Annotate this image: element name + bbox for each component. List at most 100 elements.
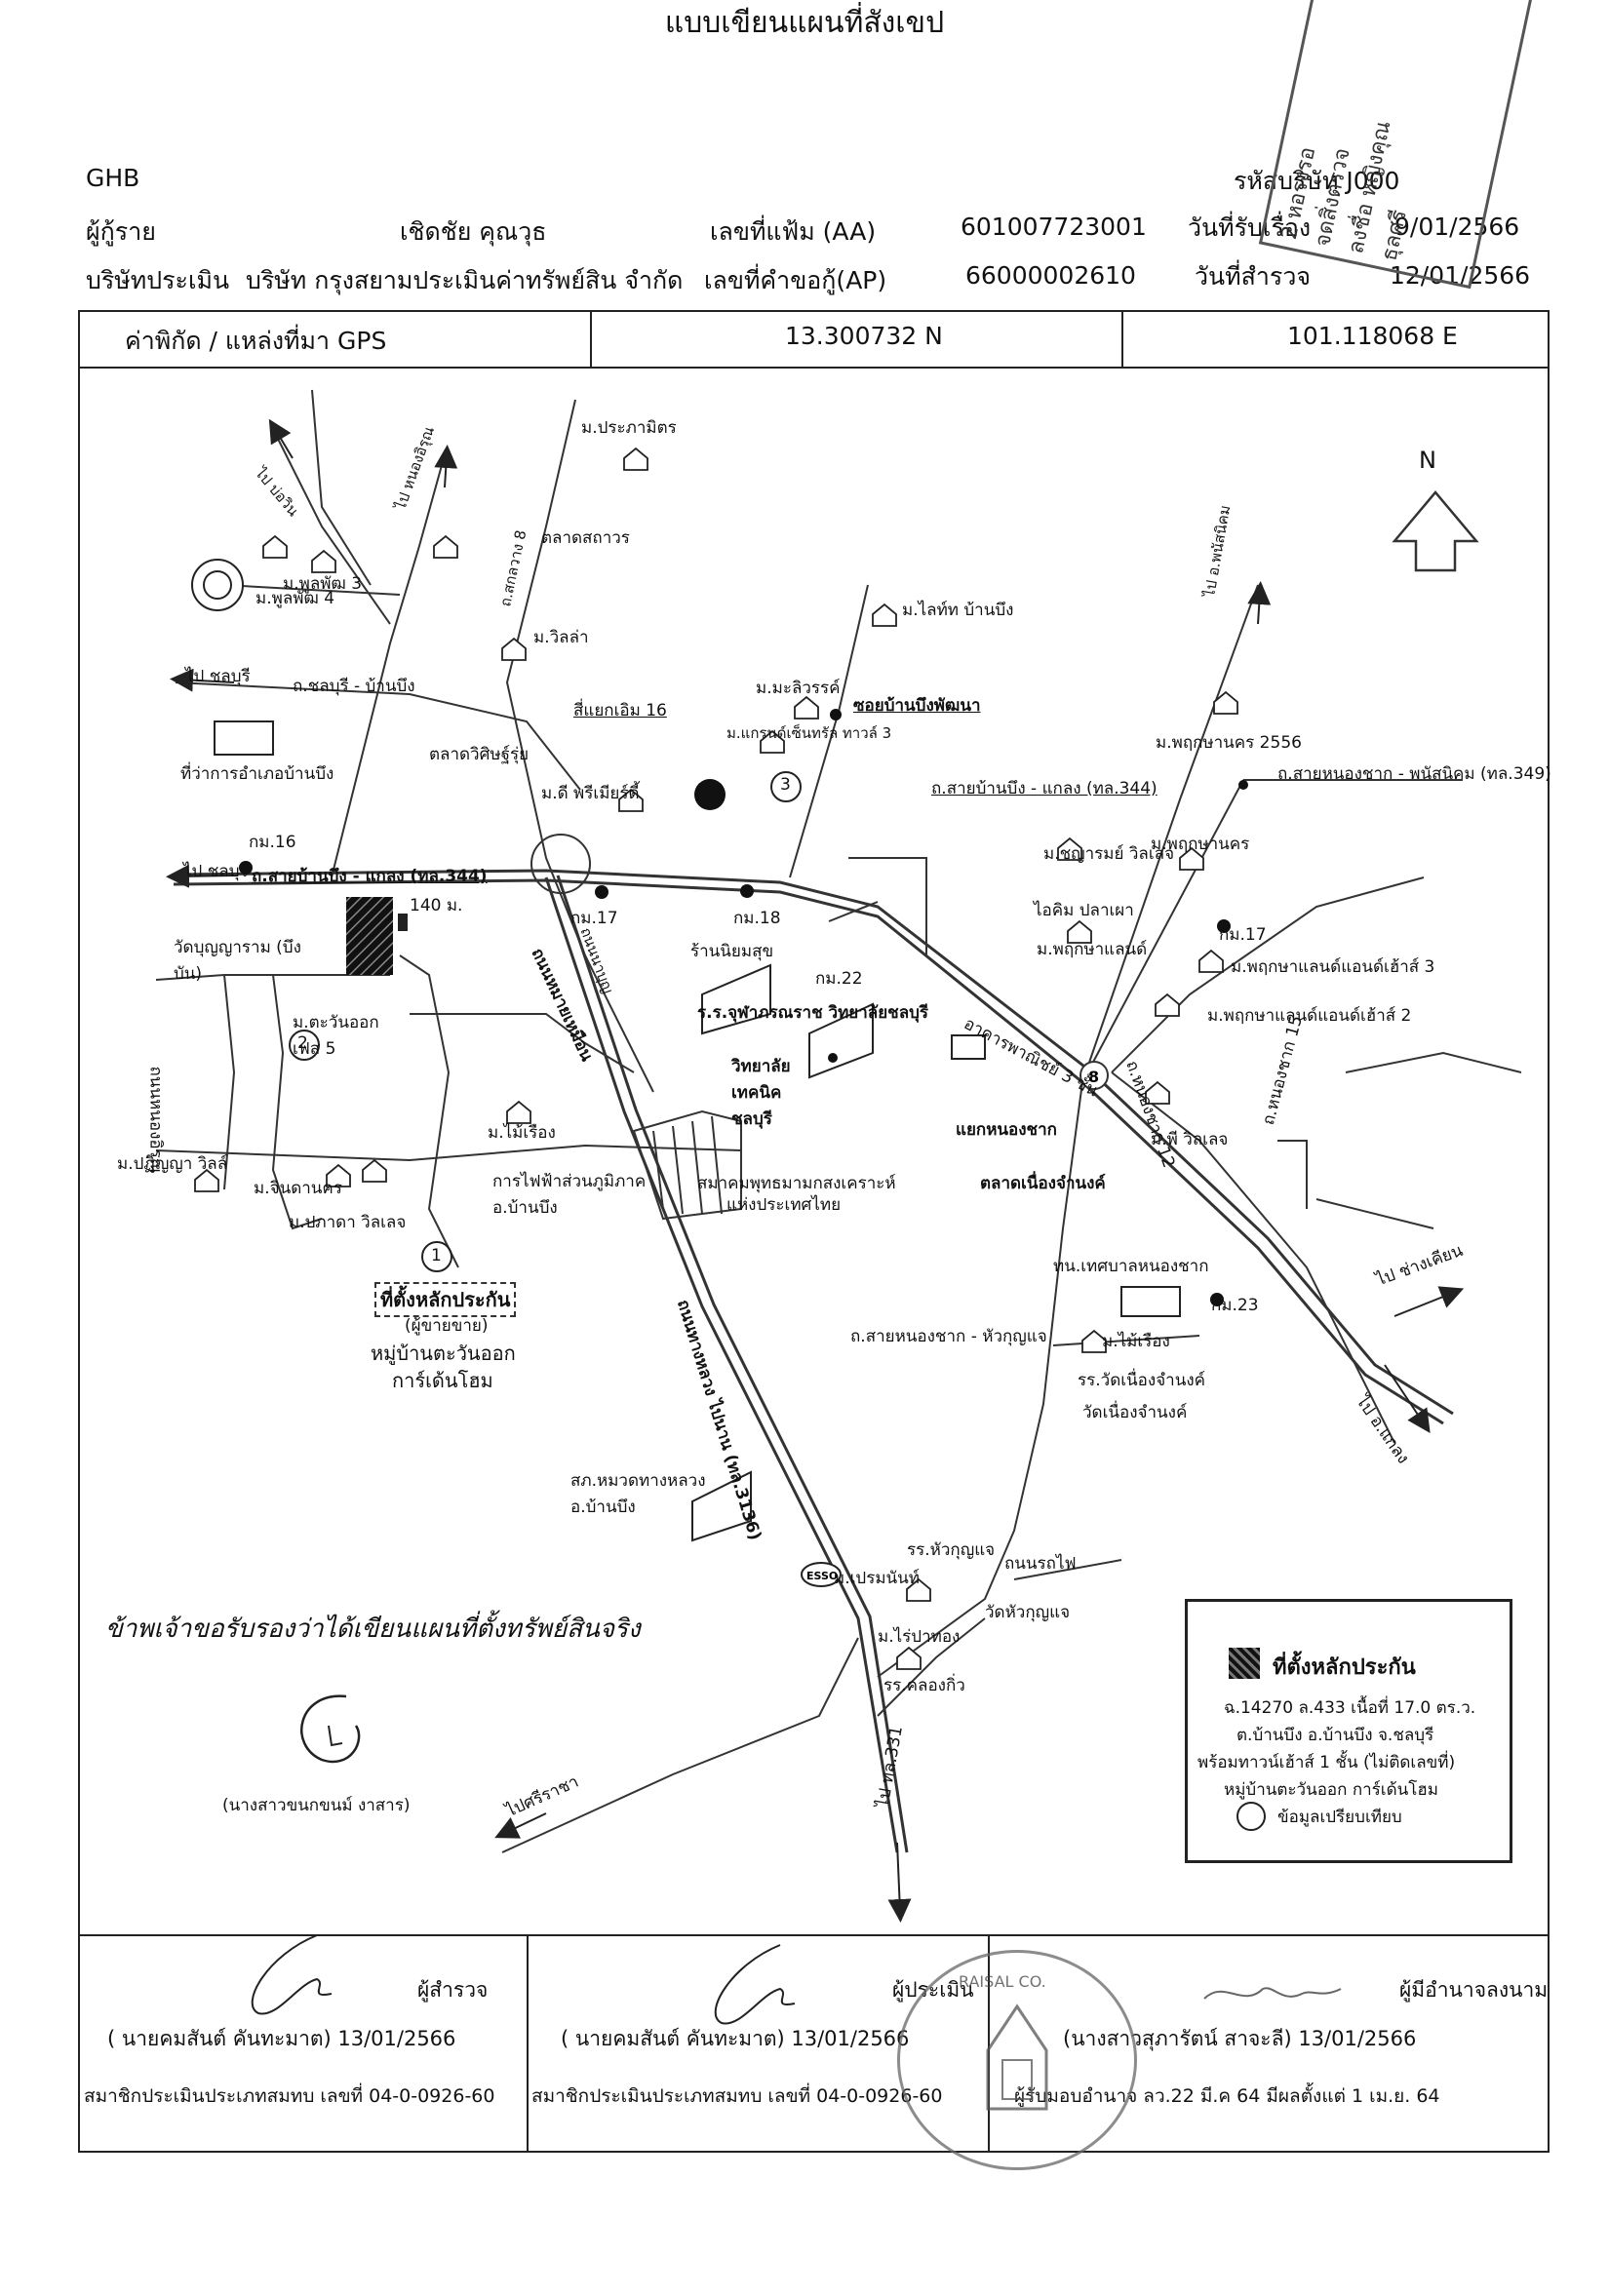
svg-text:8: 8	[1088, 1068, 1099, 1086]
app-no: 66000002610	[965, 261, 1136, 290]
label: กม.18	[733, 909, 781, 928]
landmark-marker	[694, 779, 726, 810]
label: ม.พฤกษานคร	[1151, 835, 1250, 854]
building-college	[808, 1002, 874, 1079]
gps-latitude: 13.300732 N	[785, 322, 943, 350]
label: ไป ชลบุรี	[185, 667, 251, 686]
gps-divider	[1121, 310, 1123, 367]
svg-text:ESSO: ESSO	[806, 1570, 838, 1582]
label: ทน.เทศบาลหนองชาก	[1053, 1257, 1209, 1276]
label: ม.พูลพัฒ 4	[255, 589, 335, 608]
label: หมู่บ้านตะวันออก	[371, 1342, 516, 1365]
roundabout-8	[1079, 1061, 1109, 1090]
label: ม.ปฏิญญา วิลล์	[117, 1154, 228, 1174]
label: การไฟฟ้าส่วนภูมิภาค อ.บ้านบึง	[492, 1172, 647, 1218]
legend-line: ฉ.14270 ล.433 เนื้อที่ 17.0 ตร.ว.	[1224, 1698, 1476, 1718]
label: ตลาดสถาวร	[541, 528, 630, 548]
label: ม.ไม้เรือง	[1102, 1332, 1170, 1351]
appraiser-label: บริษัทประเมิน	[86, 266, 230, 294]
label: 140 ม.	[410, 896, 463, 915]
road-chonburi-banbung	[175, 681, 581, 791]
road-to-bowin	[272, 428, 391, 625]
collateral-swatch	[1229, 1648, 1260, 1679]
label: ม.ไลท์ท บ้านบึง	[902, 601, 1014, 620]
label: รร.คลองกิ่ว	[883, 1676, 965, 1695]
esso-logo	[801, 1562, 842, 1587]
label: กม.17	[570, 909, 618, 928]
file-no-label: เลขที่แฟ้ม (AA)	[710, 217, 877, 246]
legend-box	[1185, 1599, 1512, 1863]
gps-divider	[590, 310, 592, 367]
gps-longitude: 101.118068 E	[1287, 322, 1458, 350]
sketch-map: 8	[155, 389, 1522, 1923]
label: ม.ไร่ปาทอง	[878, 1627, 961, 1647]
page-title: แบบเขียนแผนที่สังเขป	[664, 6, 945, 40]
north-label: N	[1419, 447, 1436, 474]
label: 3	[780, 775, 791, 795]
surveyor-role: ผู้สำรวจ	[417, 1978, 489, 2002]
legend-line: ข้อมูลเปรียบเทียบ	[1277, 1808, 1402, 1827]
label: สมาคมพุทธมามกสงเคราะห์	[697, 1174, 896, 1193]
label: ม.ปภาดา วิลเลจ	[289, 1213, 407, 1232]
label: ม.พฤกษานคร 2556	[1156, 733, 1302, 753]
label: วัดบุญญาราม (บึงบัน)	[174, 938, 301, 984]
label: ถ.ชลบุรี - บ้านบึง	[293, 677, 415, 696]
surveyor-signature	[251, 1934, 333, 2015]
gps-row	[78, 310, 1550, 369]
signer-name: (นางสาวขนกขนม์ งาสาร)	[222, 1796, 411, 1815]
company-code-label: รหัสบริษัท J000	[1234, 167, 1400, 195]
borrower-name: เชิดชัย คุณวุธ	[400, 217, 547, 246]
label: ตลาดเนื่องจำนงค์	[980, 1174, 1106, 1193]
roundabout	[530, 834, 591, 894]
label: (ผู้ขายขาย)	[405, 1316, 489, 1336]
label: ไป ชลบุรี	[183, 862, 249, 881]
label: 1	[431, 1246, 442, 1265]
label: ม.พูลพัฒ 3	[283, 574, 363, 594]
label: ถ.สายหนองชาก - หัวกุญแจ	[850, 1327, 1047, 1346]
appraiser-signature	[714, 1944, 796, 2025]
received-date: 9/01/2566	[1394, 213, 1520, 241]
label: ตลาดวิศิษฐ์รุ่ย	[429, 745, 530, 764]
surveyor-name: ( นายคมสันต์ คันทะมาต) 13/01/2566	[107, 2027, 456, 2050]
label: ม.ดี พรีเมียร์ดี้	[541, 784, 640, 803]
label: ถ.สายบ้านบึง - แกลง (ทล.344)	[252, 867, 488, 886]
label: ม.วิลล่า	[533, 628, 589, 647]
building-school	[701, 963, 771, 1035]
file-no: 601007723001	[961, 213, 1147, 241]
comparison-circle-icon	[1236, 1802, 1266, 1831]
label: ม.ชญารมย์ วิลเลจ	[1043, 844, 1175, 864]
label: ม.พฤกษาแลนด์แอนด์เฮ้าส์ 3	[1231, 957, 1435, 977]
survey-label: วันที่สำรวจ	[1195, 262, 1312, 291]
label: แยกหนองชาก	[956, 1120, 1057, 1140]
legend-title: ที่ตั้งหลักประกัน	[1273, 1655, 1416, 1680]
label: กม.16	[249, 833, 296, 852]
authorized-signature	[1203, 1987, 1342, 2000]
label: สภ.หมวดทางหลวง อ.บ้านบึง	[570, 1471, 706, 1517]
building-police	[691, 1470, 752, 1542]
label: กม.23	[1211, 1296, 1259, 1315]
signature-table	[78, 1934, 1550, 2153]
label: กม.22	[815, 969, 863, 989]
received-label: วันที่รับเรื่อง	[1188, 214, 1312, 242]
label: วิทยาลัย เทคนิคชลบุรี	[731, 1057, 791, 1129]
surveyor-member: สมาชิกประเมินประเภทสมทบ เลขที่ 04-0-0926…	[84, 2085, 495, 2107]
label: ม.มะลิวรรค์	[756, 679, 841, 698]
label: ม.พี วิลเลจ	[1151, 1130, 1229, 1149]
appraiser-member: สมาชิกประเมินประเภทสมทบ เลขที่ 04-0-0926…	[531, 2085, 943, 2107]
label: รร.วัดเนื่องจำนงค์	[1078, 1371, 1205, 1390]
appraiser-name: บริษัท กรุงสยามประเมินค่าทรัพย์สิน จำกัด	[246, 266, 684, 294]
label: ม.จินดานคร	[254, 1179, 342, 1198]
company-seal: RAISAL CO.	[897, 1950, 1137, 2170]
label: ถนนรถไฟ	[1004, 1554, 1077, 1574]
survey-date: 12/01/2566	[1390, 261, 1531, 290]
label: ม.ไม้เรือง	[488, 1123, 556, 1143]
label: วัดหัวกุญแจ	[985, 1603, 1071, 1622]
label: ม.พฤกษาแลนด์แอนด์เฮ้าส์ 2	[1207, 1006, 1412, 1026]
label: ถ.สายหนองชาก - พนัสนิคม (ทล.349)	[1277, 764, 1551, 784]
label: กม.17	[1219, 925, 1267, 945]
app-no-label: เลขที่คำขอกู้(AP)	[704, 266, 887, 294]
legend-line: ต.บ้านบึง อ.บ้านบึง จ.ชลบุรี	[1236, 1726, 1434, 1745]
handwritten-signature	[300, 1694, 361, 1764]
north-arrow	[1392, 490, 1479, 572]
label: ม.ประภามิตร	[581, 418, 677, 438]
